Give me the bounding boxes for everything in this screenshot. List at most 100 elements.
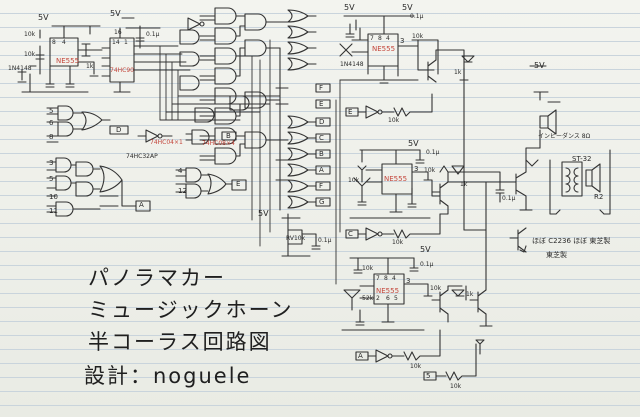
- net-label-6: 10: [49, 193, 58, 201]
- pin-8-a: 8: [52, 39, 56, 46]
- net-label-9: 12: [178, 187, 187, 195]
- net-label-3: 8: [49, 133, 54, 141]
- label-10k-g: 10k: [392, 239, 404, 246]
- rv10k-pot: [281, 213, 321, 257]
- net-label-a2: A: [319, 166, 324, 174]
- speaker-label: インピーダンス 8Ω: [538, 133, 591, 140]
- label-10k-c: 10k: [412, 33, 424, 40]
- label-10k-i: 10k: [430, 285, 442, 292]
- net-label-2: 6: [49, 119, 54, 127]
- transformer-label: ST-32: [572, 155, 592, 163]
- label-1k-b: 1k: [454, 69, 462, 76]
- ne555-oscillator-2: [339, 15, 439, 84]
- pin-5-c: 5: [394, 295, 398, 302]
- pin-2-c: 2: [376, 295, 380, 302]
- title-line-3: 半コーラス回路図: [88, 330, 272, 354]
- net-label-a3: A: [358, 352, 363, 360]
- label-1n4148-b: 1N4148: [340, 61, 364, 68]
- label-5v-7: 5V: [420, 245, 431, 254]
- pin-16: 16: [114, 29, 122, 36]
- label-10k-e: 10k: [348, 177, 360, 184]
- label-5v-8: 5V: [534, 61, 545, 70]
- transistor-maker: 東芝製: [546, 251, 567, 259]
- label-1k-c: 1k: [460, 181, 468, 188]
- net-label-e2: E: [319, 100, 324, 108]
- transistor-q4: [465, 229, 493, 355]
- label-5v-1: 5V: [38, 13, 49, 22]
- pin-1: 1: [124, 39, 128, 46]
- net-label-d: D: [116, 126, 122, 134]
- net-label-c2: C: [348, 230, 353, 238]
- note-74hc04: 74HC04×1: [150, 139, 183, 146]
- output-stage: [447, 147, 541, 231]
- ne555-oscillator-4: [341, 257, 433, 331]
- 74hc90-counter: [101, 17, 161, 93]
- net-label-e: E: [236, 180, 241, 188]
- label-10k-j: 10k: [410, 363, 422, 370]
- transistor-q2: [431, 165, 467, 215]
- label-10k-k: 10k: [450, 383, 462, 390]
- pin-8-b: 8: [378, 35, 382, 42]
- ic-ne555-4: NE555: [376, 287, 400, 295]
- ne555-oscillator-1: [17, 25, 103, 93]
- net-label-5: 5: [49, 175, 54, 183]
- net-label-a: A: [139, 201, 144, 209]
- net-label-5b: 5: [426, 372, 431, 380]
- e-input-buffer: [345, 93, 433, 119]
- pin-4-c: 4: [392, 275, 396, 282]
- designer-credit: 設計：noguele: [84, 364, 252, 388]
- pin-8-c: 8: [384, 275, 388, 282]
- label-5v-3: 5V: [344, 3, 355, 12]
- label-1n4148-a: 1N4148: [8, 65, 32, 72]
- label-01u-c: 0.1μ: [426, 149, 440, 156]
- gate-matrix: [179, 7, 291, 165]
- title-line-2: ミュージックホーン: [88, 298, 294, 322]
- pin-7-b: 7: [376, 275, 380, 282]
- ref-label: R2: [594, 193, 604, 201]
- ic-ne555-3: NE555: [384, 175, 408, 183]
- speaker-transformer: [529, 65, 611, 215]
- net-label-4: 3: [49, 159, 54, 167]
- label-10k-h: 10k: [362, 265, 374, 272]
- label-10k-a: 10k: [24, 31, 36, 38]
- label-1k-a: 1k: [86, 63, 94, 70]
- label-5v-6: 5V: [258, 209, 269, 218]
- pin-4-b: 4: [386, 35, 390, 42]
- pin-7-a: 7: [370, 35, 374, 42]
- transistor-symbol-legend: [509, 227, 527, 253]
- note-74hc08: 74HC08×4: [202, 140, 235, 147]
- net-label-g: G: [319, 198, 325, 206]
- left-decoder-gates: [46, 105, 151, 217]
- pin-6-c: 6: [386, 295, 390, 302]
- net-label-c: C: [319, 134, 324, 142]
- a-input-buffer: [355, 329, 477, 381]
- pin-14: 14: [112, 39, 120, 46]
- net-label-f: F: [319, 84, 324, 92]
- net-label-b2: B: [319, 150, 324, 158]
- label-10k-b: 10k: [24, 51, 36, 58]
- label-rv10k: RV10k: [286, 235, 306, 242]
- net-label-f2: F: [319, 182, 324, 190]
- middle-gates: [137, 129, 247, 199]
- c-input-buffer: [345, 213, 441, 241]
- transistor-label: ほぼ C2236 ほぼ 東芝製: [532, 237, 611, 245]
- label-01u-a: 0.1μ: [146, 31, 160, 38]
- pin-4-a: 4: [62, 39, 66, 46]
- ic-74hc90: 74HC90: [110, 67, 134, 74]
- pin-3-c: 3: [406, 277, 411, 285]
- label-10k-f: 10k: [424, 167, 436, 174]
- label-1k-d: 1k: [466, 291, 474, 298]
- net-label-1: 5: [49, 107, 54, 115]
- ic-n555-1: NE555: [56, 57, 80, 65]
- net-label-b: B: [226, 132, 231, 140]
- ic-ne555-2: NE555: [372, 45, 396, 53]
- net-label-7: 11: [49, 207, 58, 215]
- label-01u-e: 0.1μ: [318, 237, 332, 244]
- label-5v-4: 5V: [402, 3, 413, 12]
- label-01u-f: 0.1μ: [420, 261, 434, 268]
- bus-lines: [251, 39, 487, 285]
- ne555-oscillator-3: [349, 149, 441, 219]
- net-label-8: 4: [178, 167, 183, 175]
